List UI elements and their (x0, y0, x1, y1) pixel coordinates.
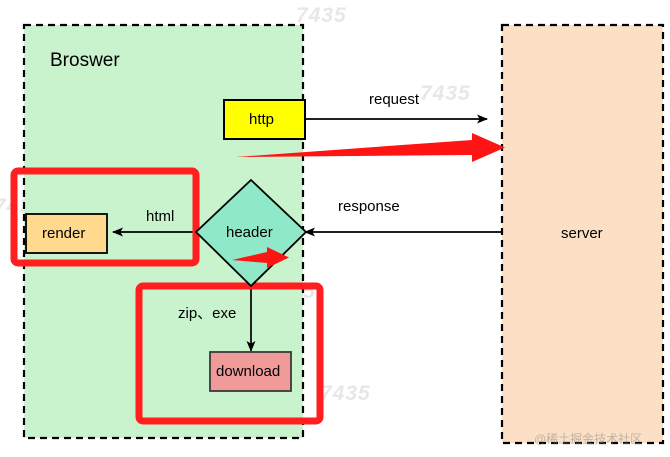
header-node (194, 178, 308, 288)
watermark-tile: 7435 (420, 82, 471, 105)
download-node (209, 351, 292, 392)
server-zone (500, 23, 665, 445)
http-node (223, 99, 306, 140)
watermark-tile: 7435 (296, 4, 347, 27)
request-emphasis-arrow (236, 133, 505, 162)
render-highlight-box (10, 167, 200, 267)
footer-watermark: @稀土掘金技术社区 (534, 432, 643, 446)
watermark-tile: 7435 (320, 382, 371, 405)
header-branch-arrow (232, 247, 289, 268)
download-highlight-box (135, 282, 324, 425)
render-node (25, 213, 108, 254)
